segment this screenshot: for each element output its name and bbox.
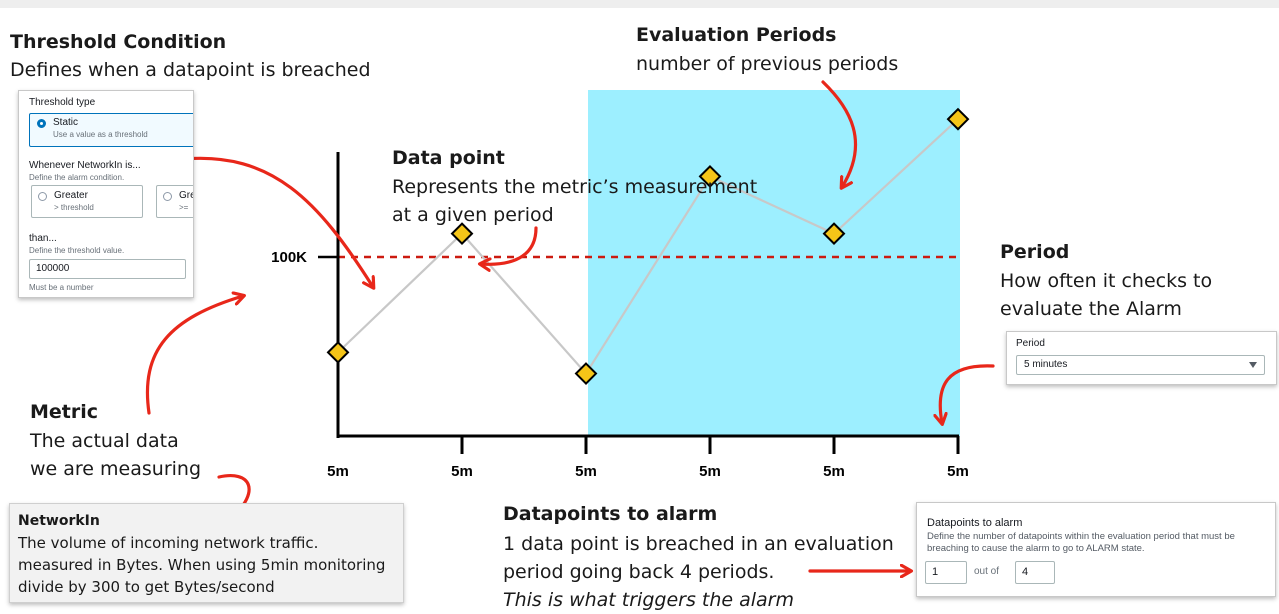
threshold-value-label: 100K [271, 249, 307, 266]
metric-title: Metric [30, 401, 99, 423]
metric-desc-line1: The actual data [30, 430, 179, 452]
top-bar [0, 0, 1279, 8]
threshold-condition-title: Threshold Condition [10, 31, 227, 53]
x-axis-label: 5m [823, 463, 845, 480]
evaluation-periods-desc: number of previous periods [636, 53, 899, 75]
evaluation-period-highlight [588, 90, 960, 436]
data-point-marker [822, 222, 846, 246]
dropdown-caret-icon[interactable] [1249, 362, 1257, 368]
whenever-label: Whenever NetworkIn is... [29, 160, 141, 171]
out-of-label: out of [974, 566, 1000, 577]
greater-equal-option-label: Gre [179, 190, 193, 201]
metric-desc-line2: we are measuring [30, 458, 202, 480]
networkin-panel: NetworkIn The volume of incoming network… [9, 503, 404, 603]
x-axis-label: 5m [327, 463, 349, 480]
threshold-type-label: Threshold type [29, 97, 96, 108]
datapoints-line1: 1 data point is breached in an evaluatio… [503, 533, 894, 555]
datapoints-panel-desc-line1: Define the number of datapoints within t… [927, 531, 1235, 542]
threshold-value-input[interactable]: 100000 [29, 259, 186, 279]
metric-arrow [145, 296, 243, 415]
x-axis-label: 5m [451, 463, 473, 480]
evaluation-periods-input[interactable]: 4 [1015, 561, 1055, 584]
datapoints-line2: period going back 4 periods. [503, 561, 775, 583]
greater-option[interactable]: Greater > threshold [31, 185, 143, 218]
static-radio-icon[interactable] [37, 119, 46, 128]
period-select-value: 5 minutes [1024, 359, 1068, 370]
greater-equal-option[interactable]: Gre >= [156, 185, 193, 218]
than-label: than... [29, 233, 57, 244]
x-axis-label: 5m [947, 463, 969, 480]
static-option-desc: Use a value as a threshold [53, 130, 148, 139]
greater-equal-option-desc: >= [179, 203, 189, 212]
period-title: Period [1000, 241, 1070, 263]
greater-equal-radio-icon[interactable] [163, 192, 172, 201]
data-point-title: Data point [392, 147, 505, 169]
whenever-desc: Define the alarm condition. [29, 173, 125, 182]
period-desc-line1: How often it checks to [1000, 270, 1213, 292]
networkin-line2: measured in Bytes. When using 5min monit… [18, 556, 386, 574]
datapoints-panel-desc-line2: breaching to cause the alarm to go to AL… [927, 543, 1145, 554]
x-axis-label: 5m [575, 463, 597, 480]
period-panel: Period 5 minutes [1006, 331, 1277, 385]
networkin-line3: divide by 300 to get Bytes/second [18, 578, 275, 596]
greater-option-label: Greater [54, 190, 88, 201]
datapoints-title: Datapoints to alarm [503, 503, 718, 525]
period-panel-label: Period [1016, 338, 1045, 349]
greater-radio-icon[interactable] [38, 192, 47, 201]
data-point-desc-line2: at a given period [392, 204, 554, 226]
networkin-title: NetworkIn [18, 513, 100, 529]
evaluation-periods-title: Evaluation Periods [636, 24, 837, 46]
datapoints-line3: This is what triggers the alarm [503, 589, 795, 611]
networkin-line1: The volume of incoming network traffic. [18, 534, 319, 552]
data-point-marker [326, 340, 350, 364]
greater-option-desc: > threshold [54, 203, 94, 212]
datapoints-panel: Datapoints to alarm Define the number of… [916, 502, 1276, 597]
evaluation-arrow [821, 80, 858, 187]
metric-series-line [337, 118, 959, 376]
period-select[interactable]: 5 minutes [1016, 355, 1265, 375]
period-desc-line2: evaluate the Alarm [1000, 298, 1182, 320]
threshold-hint: Must be a number [29, 283, 94, 292]
static-option-label: Static [53, 117, 79, 128]
datapoints-panel-title: Datapoints to alarm [927, 517, 1023, 529]
than-desc: Define the threshold value. [29, 246, 125, 255]
data-point-marker [450, 222, 474, 246]
data-point-marker [574, 362, 598, 385]
data-point-marker [698, 164, 722, 188]
static-option[interactable]: Static Use a value as a threshold [29, 113, 193, 147]
data-point-marker [946, 107, 970, 131]
threshold-condition-desc: Defines when a datapoint is breached [10, 59, 371, 81]
threshold-panel: Threshold type Static Use a value as a t… [18, 90, 194, 298]
data-point-desc-line1: Represents the metric’s measurement [392, 176, 758, 198]
datapoints-value-input[interactable]: 1 [925, 561, 967, 584]
data-point-arrow [481, 226, 538, 264]
period-arrow [940, 364, 995, 423]
threshold-arrow [182, 156, 373, 287]
x-axis-label: 5m [699, 463, 721, 480]
